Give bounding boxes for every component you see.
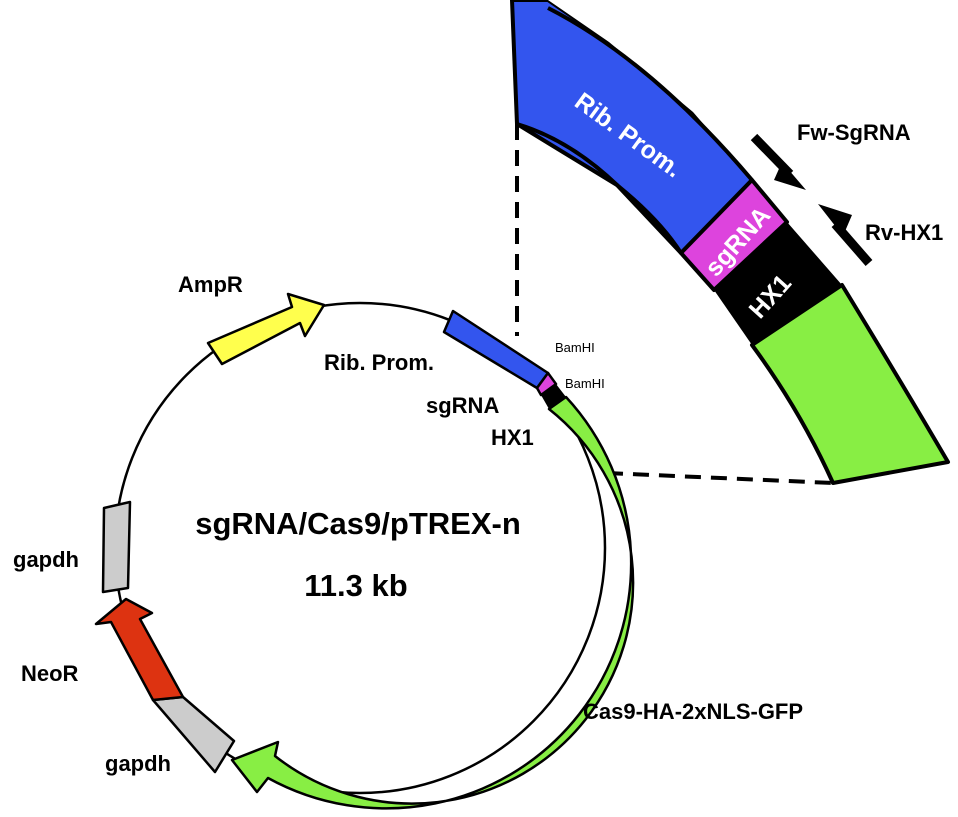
fw-primer-label: Fw-SgRNA <box>797 120 911 145</box>
rib-prom-segment <box>442 309 550 390</box>
rv-primer-label: Rv-HX1 <box>865 220 943 245</box>
hx1-label: HX1 <box>491 425 534 450</box>
gapdh-bottom-label: gapdh <box>105 751 171 776</box>
zoom-top-edge <box>547 6 754 182</box>
neor-segment <box>94 597 185 702</box>
zoom-panel <box>510 0 958 485</box>
zoom-hx1 <box>714 222 842 345</box>
cas9-segment <box>230 395 635 810</box>
cas9-label: Cas9-HA-2xNLS-GFP <box>583 699 803 724</box>
zoom-band-outline <box>516 122 683 255</box>
sgrna-label: sgRNA <box>426 393 499 418</box>
rv-primer-arrow <box>818 204 873 266</box>
gapdh-top-label: gapdh <box>13 547 79 572</box>
bamhi-label-1: BamHI <box>555 340 595 355</box>
plasmid-name: sgRNA/Cas9/pTREX-n <box>195 506 521 541</box>
gapdh-top-segment <box>101 500 132 594</box>
zoom-guide-bottom <box>606 471 834 485</box>
neor-label: NeoR <box>21 661 79 686</box>
zoom-green <box>750 283 950 485</box>
plasmid-size: 11.3 kb <box>304 568 407 603</box>
bamhi-label-2: BamHI <box>565 376 605 391</box>
rib-prom-label: Rib. Prom. <box>324 350 434 375</box>
zoom-white-wedge <box>548 0 958 460</box>
hx1-segment <box>541 384 566 409</box>
ampr-label: AmpR <box>178 272 243 297</box>
fw-primer-arrow <box>750 133 806 190</box>
ampr-segment <box>206 292 326 366</box>
